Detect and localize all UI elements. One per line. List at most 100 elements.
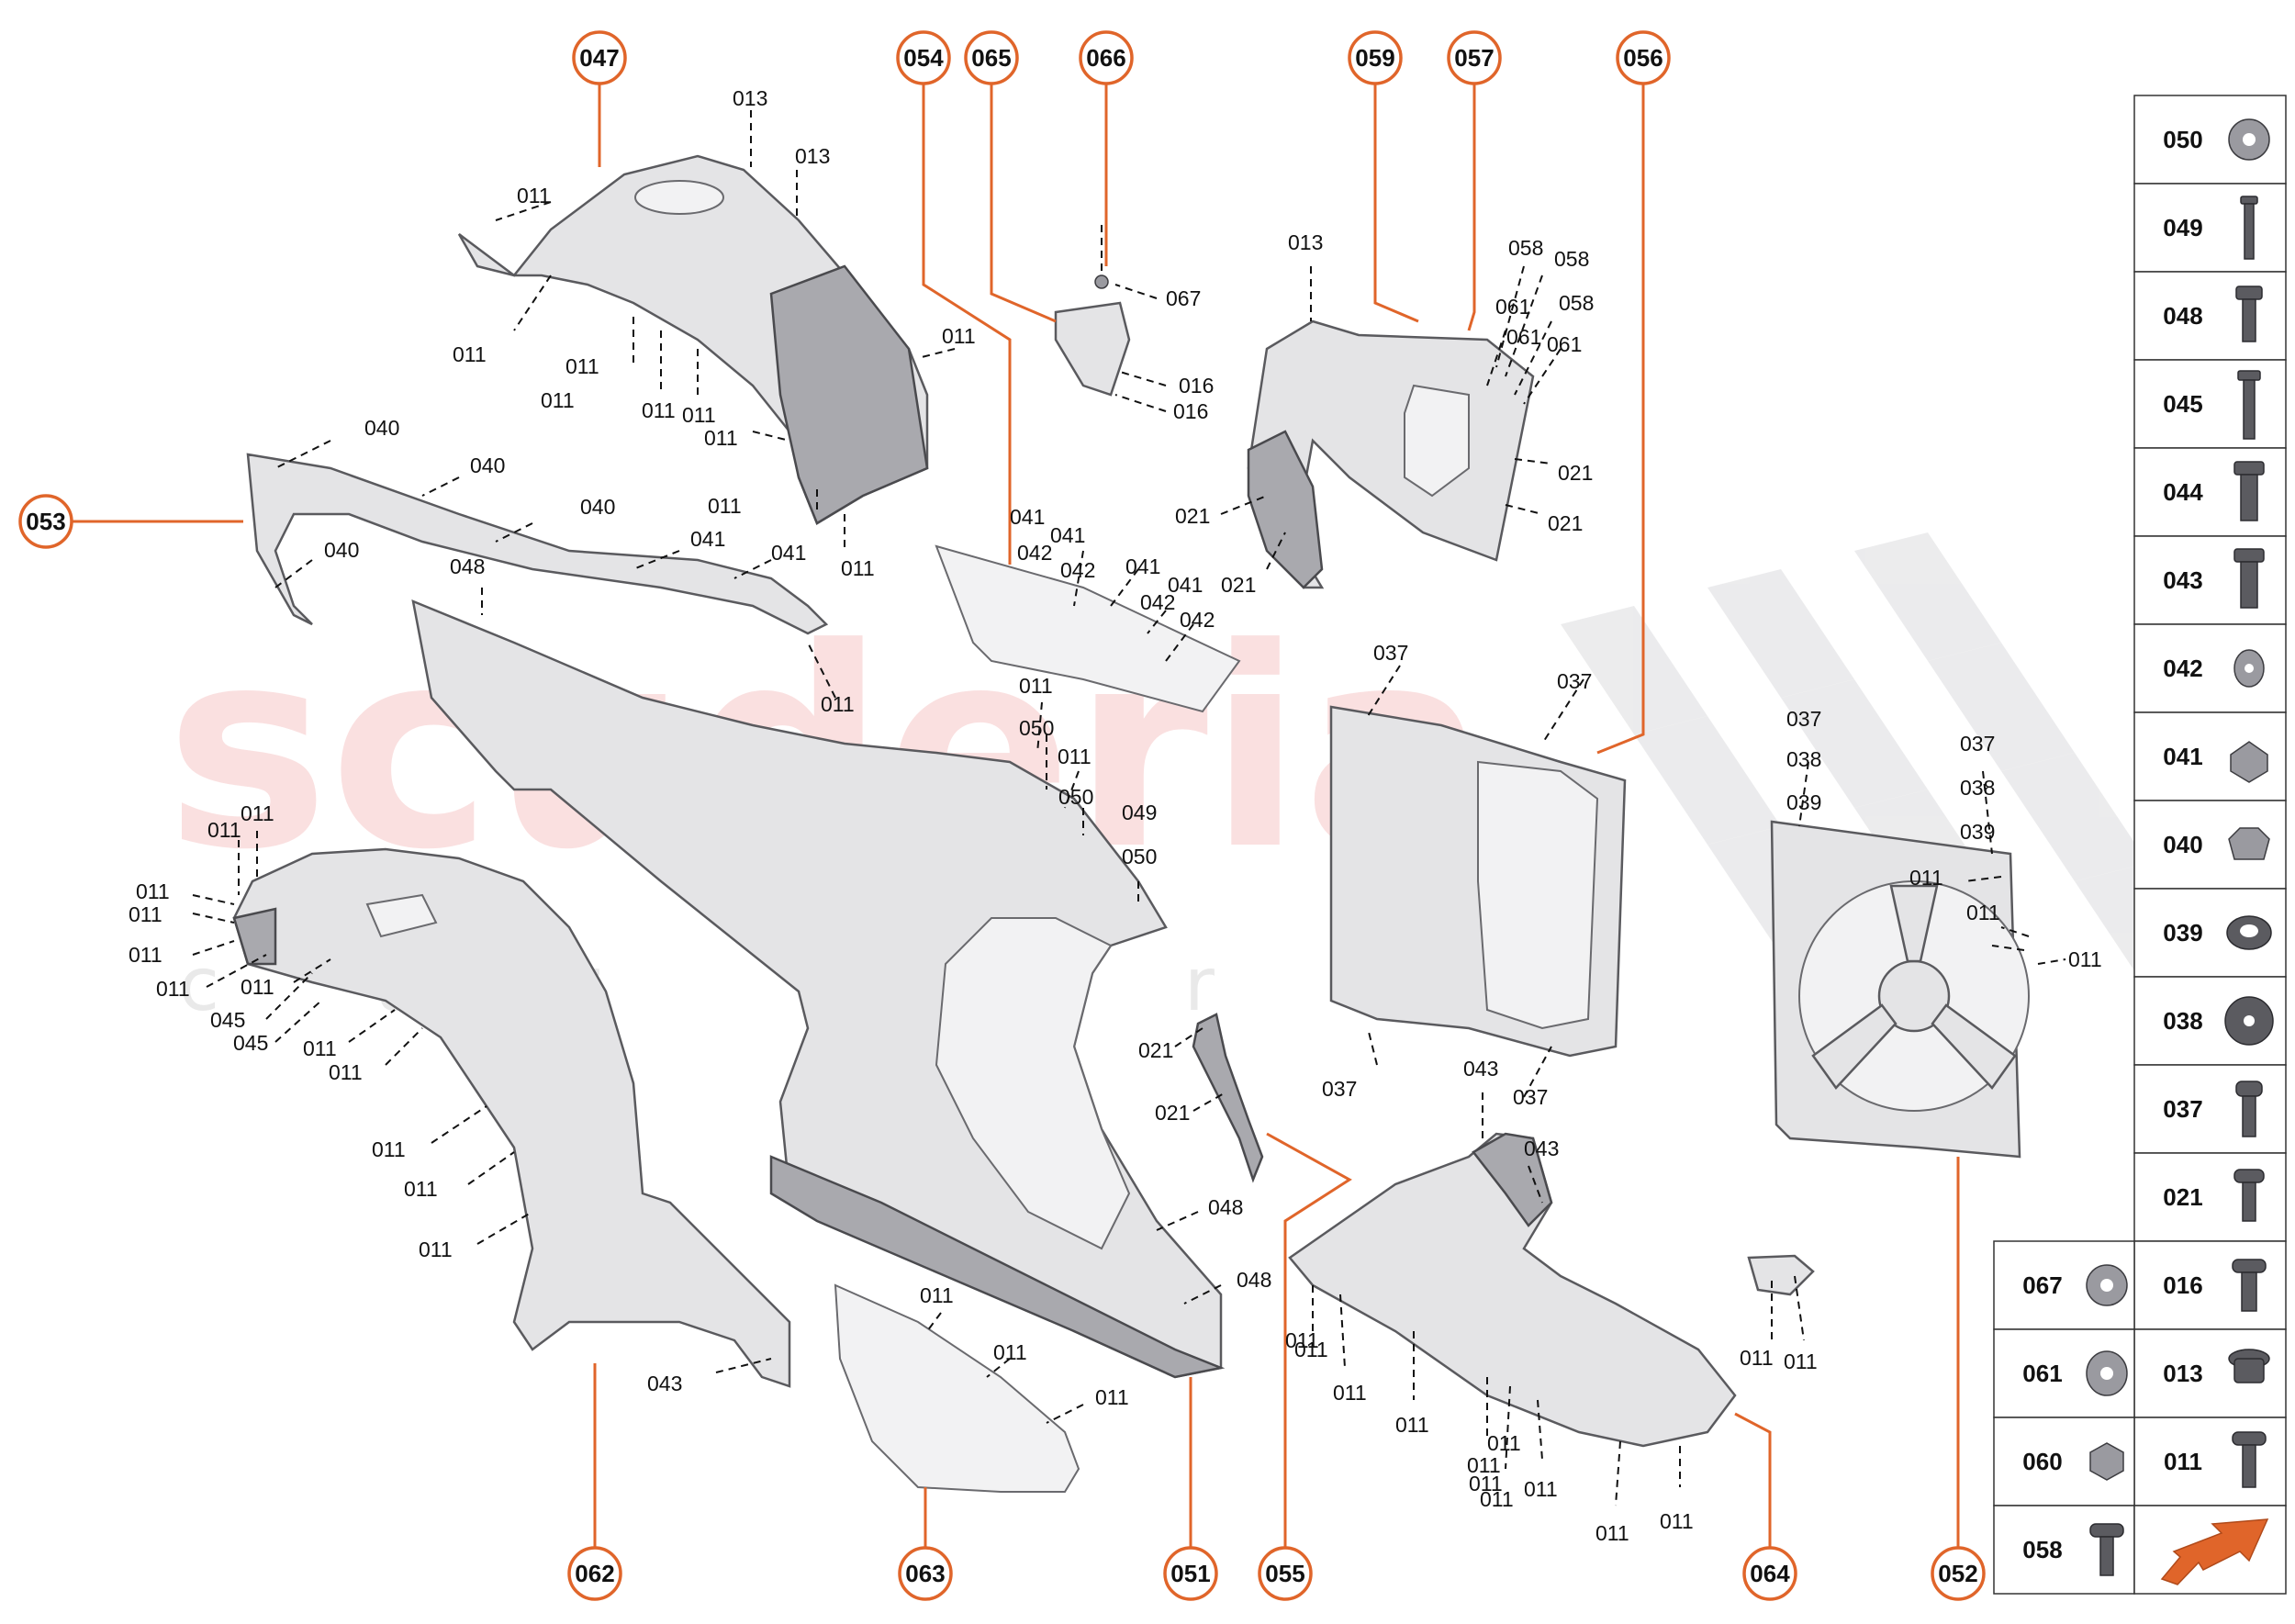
parts-illustration [232,154,2030,1493]
part-label: 037 [1960,732,1995,756]
part-label: 011 [1740,1346,1774,1370]
svg-text:045: 045 [2163,390,2202,418]
svg-text:065: 065 [971,44,1011,72]
part-label: 011 [404,1177,438,1201]
callout-065: 065 [964,30,1019,85]
callout-047: 047 [572,30,627,85]
callout-057: 057 [1447,30,1502,85]
part-label: 011 [1524,1477,1558,1501]
part-011-bracket [1747,1254,1815,1296]
watermark-letter: r [1184,942,1215,1027]
part-label: 040 [324,538,359,562]
part-label: 011 [129,902,162,926]
screw-icon [2233,1169,2265,1183]
screw-icon [2235,1081,2263,1097]
part-label: 040 [470,454,505,477]
part-label: 011 [1480,1487,1514,1511]
svg-text:016: 016 [2163,1271,2202,1299]
screw-icon [2232,1259,2267,1273]
part-label: 039 [1786,790,1821,814]
svg-text:051: 051 [1170,1560,1210,1587]
hardware-row-041: 041 [2133,711,2287,801]
part-label: 011 [207,818,241,842]
part-label: 037 [1786,707,1821,731]
hardware-row-021: 021 [2133,1152,2287,1242]
part-label: 048 [1208,1195,1243,1219]
part-label: 058 [1559,291,1594,315]
part-label: 011 [682,403,716,427]
callout-054: 054 [896,30,951,85]
part-label: 011 [329,1060,363,1084]
svg-text:062: 062 [575,1560,614,1587]
screw-icon [2089,1523,2124,1538]
part-label: 021 [1221,573,1256,597]
part-label: 043 [1524,1137,1559,1160]
part-label: 013 [795,144,830,168]
long-bolt-icon [2237,370,2261,381]
clip-icon [2228,827,2270,860]
svg-text:049: 049 [2163,214,2202,241]
part-064-duct [1472,1132,1553,1227]
part-label: 021 [1175,504,1210,528]
flange-bolt-icon [2233,461,2265,476]
part-label: 041 [771,541,806,565]
callout-059: 059 [1348,30,1403,85]
svg-text:054: 054 [903,44,944,72]
callout-052: 052 [1931,1546,1986,1601]
part-label: 011 [129,943,162,967]
part-label: 011 [303,1036,337,1060]
svg-text:041: 041 [2163,743,2202,770]
callout-056: 056 [1616,30,1671,85]
part-059-opening [1404,384,1470,498]
svg-text:067: 067 [2022,1271,2062,1299]
part-label: 011 [920,1283,954,1307]
part-label: 042 [1180,608,1215,632]
svg-text:063: 063 [905,1560,945,1587]
part-label: 011 [1909,866,1943,890]
svg-text:048: 048 [2163,302,2202,330]
part-047-opening [634,180,724,215]
callout-062: 062 [567,1546,622,1601]
part-label: 042 [1140,590,1175,614]
hardware-table: 050 049 048 045 044 043 [1993,95,2287,1595]
hardware-row-050: 050 [2133,95,2287,185]
part-label: 011 [1058,745,1092,768]
part-label: 011 [942,324,976,348]
hardware-row-048: 048 [2133,271,2287,361]
part-label: 037 [1513,1085,1548,1109]
part-054-side-glass [935,544,1241,713]
part-055-bracket [1192,1013,1264,1183]
svg-text:021: 021 [2163,1183,2202,1211]
svg-text:064: 064 [1750,1560,1790,1587]
part-label: 037 [1373,641,1408,665]
part-062-panel [365,893,438,938]
part-label: 016 [1173,399,1208,423]
callout-055: 055 [1258,1546,1313,1601]
svg-text:011: 011 [2164,1448,2202,1475]
svg-text:039: 039 [2163,919,2202,946]
hardware-row-061: 061 [1993,1328,2135,1418]
part-label: 011 [1285,1328,1319,1352]
part-label: 041 [690,527,725,551]
hardware-row-049: 049 [2133,183,2287,273]
hardware-row-060: 060 [1993,1417,2135,1506]
svg-text:057: 057 [1454,44,1494,72]
part-label: 011 [372,1137,406,1161]
part-label: 021 [1548,511,1583,535]
part-label: 011 [1294,1338,1328,1361]
part-label: 061 [1495,295,1530,319]
part-label: 058 [1508,236,1543,260]
part-label: 011 [642,398,676,422]
part-label: 037 [1322,1077,1357,1101]
hardware-row-067: 067 [1993,1240,2135,1330]
callouts: 047 054 065 066 059 057 056 053 062 063 … [18,30,1986,1601]
part-label: 011 [241,975,274,999]
part-label: 050 [1058,785,1093,809]
svg-text:058: 058 [2022,1536,2062,1563]
part-label: 043 [647,1372,682,1395]
part-label: 041 [1168,573,1203,597]
part-053-trim-strip [246,453,829,635]
clip-nut-icon [2230,741,2268,783]
part-label: 011 [419,1238,453,1261]
